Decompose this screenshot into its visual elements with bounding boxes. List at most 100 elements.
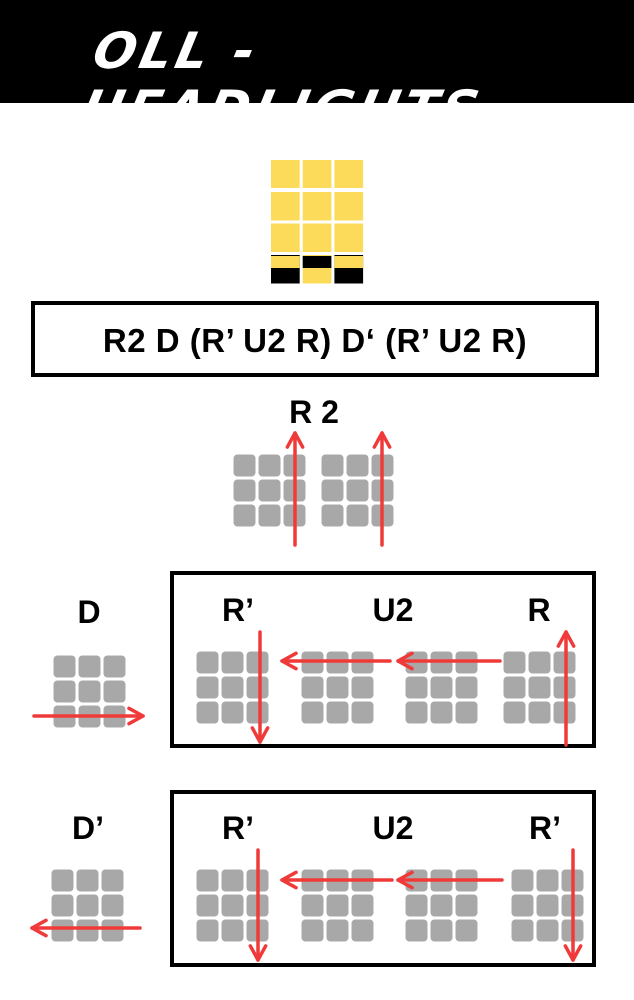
cube-sticker <box>76 919 99 942</box>
cube-sticker <box>221 894 244 917</box>
oll-top-sticker <box>271 160 300 188</box>
group1-label-2: U2 <box>372 592 414 628</box>
arrow-head <box>396 651 414 671</box>
cube-sticker <box>321 479 344 502</box>
arrow-head <box>248 944 268 962</box>
cube-sticker <box>78 680 101 703</box>
cube-sticker <box>101 869 124 892</box>
cube-sticker <box>405 701 428 724</box>
cube-sticker <box>326 676 349 699</box>
cube-sticker <box>511 919 534 942</box>
cube-grid-icon <box>301 651 374 724</box>
cube-sticker <box>51 869 74 892</box>
move-arrow-icon <box>372 431 392 547</box>
cube-grid-icon <box>51 869 124 942</box>
cube-sticker <box>528 676 551 699</box>
move-arrow-icon <box>396 651 502 671</box>
cube-sticker <box>430 894 453 917</box>
oll-side-sticker <box>334 256 364 268</box>
cube-sticker <box>346 479 369 502</box>
cube-sticker <box>301 919 324 942</box>
cube-sticker <box>103 655 126 678</box>
cube-sticker <box>405 919 428 942</box>
group-frame-2 <box>170 790 596 967</box>
cube-sticker <box>430 676 453 699</box>
cube-sticker <box>246 651 269 674</box>
arrow-head <box>396 870 414 890</box>
cube-sticker <box>76 894 99 917</box>
cube-sticker <box>351 894 374 917</box>
title-banner: OLL - HEADLIGHTS <box>0 0 634 138</box>
cube-sticker <box>53 655 76 678</box>
move-arrow-icon <box>280 870 394 890</box>
cube-sticker <box>455 894 478 917</box>
arrow-head <box>563 944 583 962</box>
group-frame-1 <box>170 571 596 748</box>
cube-sticker <box>78 655 101 678</box>
move-arrow-icon <box>280 651 392 671</box>
cube-sticker <box>233 479 256 502</box>
step-label-r2: R 2 <box>289 394 339 430</box>
oll-face-sticker <box>271 223 300 252</box>
cube-grid-icon <box>503 651 576 724</box>
arrow-head <box>372 431 392 449</box>
cube-sticker <box>53 680 76 703</box>
oll-top-sticker <box>334 160 364 188</box>
group1-label-3: R <box>527 592 551 628</box>
cube-sticker <box>246 701 269 724</box>
cube-sticker <box>351 676 374 699</box>
cube-sticker <box>503 651 526 674</box>
oll-side-sticker <box>302 256 332 268</box>
arrow-head <box>250 726 270 744</box>
cube-sticker <box>51 894 74 917</box>
move-arrow-icon <box>32 706 145 726</box>
cube-sticker <box>321 504 344 527</box>
algorithm-box: R2 D (R’ U2 R) D‘ (R’ U2 R) <box>31 301 599 377</box>
cube-sticker <box>455 701 478 724</box>
group2-label-1: R’ <box>222 810 254 846</box>
cube-sticker <box>346 454 369 477</box>
move-arrow-icon <box>285 431 305 547</box>
cube-sticker <box>511 894 534 917</box>
cube-sticker <box>101 919 124 942</box>
cube-sticker <box>455 676 478 699</box>
arrow-head <box>280 870 298 890</box>
step-label-d: D <box>77 594 101 630</box>
cube-sticker <box>528 651 551 674</box>
cube-sticker <box>301 676 324 699</box>
cube-sticker <box>221 919 244 942</box>
cube-sticker <box>196 869 219 892</box>
group1-label-1: R’ <box>222 592 254 628</box>
arrow-head <box>280 651 298 671</box>
cube-sticker <box>196 919 219 942</box>
cube-sticker <box>101 894 124 917</box>
cube-sticker <box>528 701 551 724</box>
cube-grid-icon <box>196 651 269 724</box>
group2-label-3: R’ <box>529 810 561 846</box>
cube-sticker <box>503 701 526 724</box>
cube-sticker <box>536 919 559 942</box>
cube-grid-icon <box>301 869 374 942</box>
cube-sticker <box>221 701 244 724</box>
oll-face-sticker <box>271 192 300 221</box>
cube-sticker <box>321 454 344 477</box>
cube-sticker <box>351 919 374 942</box>
arrow-head <box>285 431 305 449</box>
move-arrow-icon <box>248 848 268 962</box>
cube-sticker <box>430 919 453 942</box>
cube-sticker <box>536 869 559 892</box>
cube-sticker <box>351 701 374 724</box>
move-arrow-icon <box>563 848 583 962</box>
cube-sticker <box>258 479 281 502</box>
cube-sticker <box>258 454 281 477</box>
group2-label-2: U2 <box>372 810 414 846</box>
cube-sticker <box>455 919 478 942</box>
move-arrow-icon <box>30 918 142 938</box>
cube-sticker <box>301 894 324 917</box>
cube-sticker <box>503 676 526 699</box>
oll-face-sticker <box>334 192 364 221</box>
cube-sticker <box>51 919 74 942</box>
step-label-d-prime: D’ <box>72 810 104 846</box>
